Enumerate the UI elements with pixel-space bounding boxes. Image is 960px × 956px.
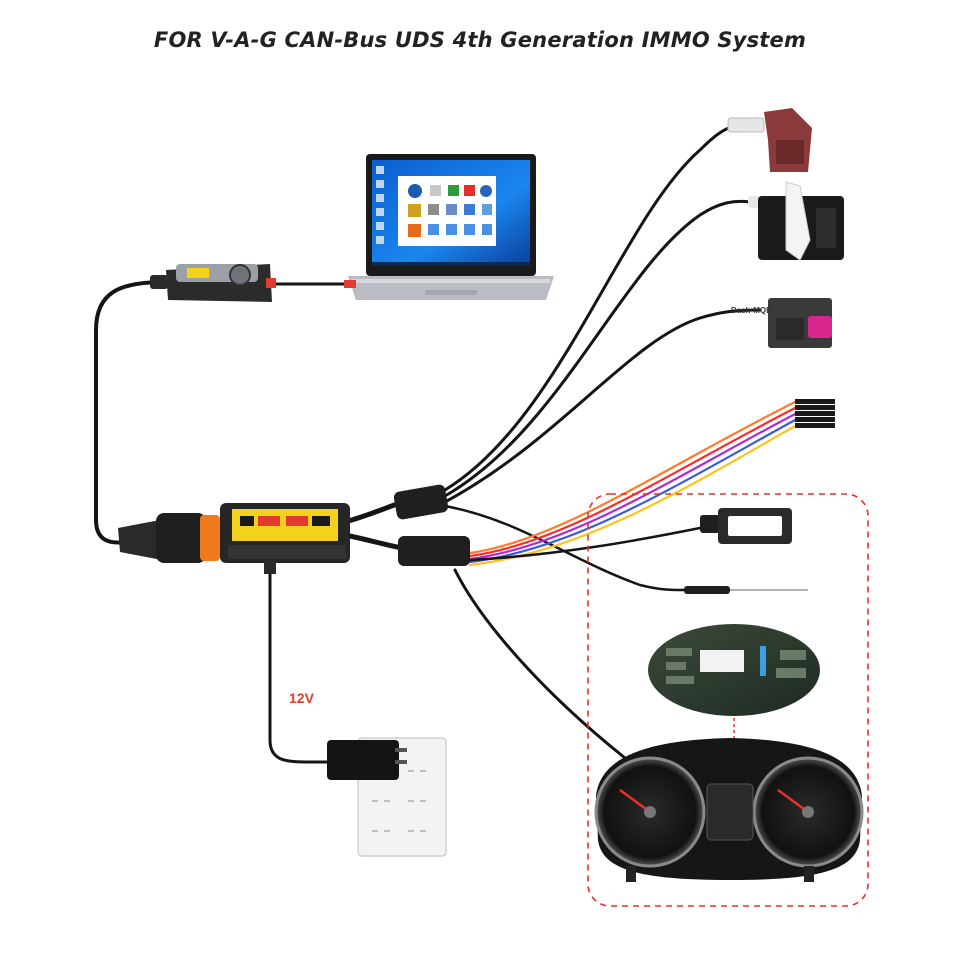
cable-splitter-1 <box>393 484 449 520</box>
programmer-device-icon <box>150 264 276 302</box>
maroon-connector-icon <box>727 108 812 172</box>
power-adapter-icon <box>327 740 407 780</box>
cable-adapter-to-splitter-1 <box>342 500 403 525</box>
instrument-cluster-icon <box>594 738 864 882</box>
cable-to-bw-connector <box>443 199 752 498</box>
cable-adapter-to-splitter-2 <box>342 532 405 551</box>
black-white-connector-icon <box>748 181 844 261</box>
cable-programmer-to-adapter <box>94 280 167 545</box>
cable-to-cluster <box>453 568 627 760</box>
obd-adapter-icon <box>118 503 350 574</box>
needle-probe-icon <box>684 586 808 594</box>
dupont-wire-bundle-icon <box>795 399 835 428</box>
diagram-title: FOR V-A-G CAN-Bus UDS 4th Generation IMM… <box>153 28 807 52</box>
dash-mqb-label: Dash-MQB <box>731 306 772 315</box>
cable-to-maroon-connector <box>443 124 737 492</box>
cable-splitter-2 <box>398 536 470 566</box>
cable-power <box>268 566 332 764</box>
circuit-board-icon <box>648 624 820 738</box>
cable-network <box>94 124 797 764</box>
cable-to-dash-mqb <box>443 308 762 504</box>
cable-to-clip-probe <box>468 526 702 562</box>
clip-probe-icon <box>700 508 792 544</box>
power-voltage-label: 12V <box>289 690 314 706</box>
cable-to-needle-probe <box>443 504 686 592</box>
cluster-group-frame <box>587 493 869 907</box>
laptop-icon <box>344 154 554 300</box>
dash-mqb-connector-icon: Dash-MQB <box>731 298 832 348</box>
